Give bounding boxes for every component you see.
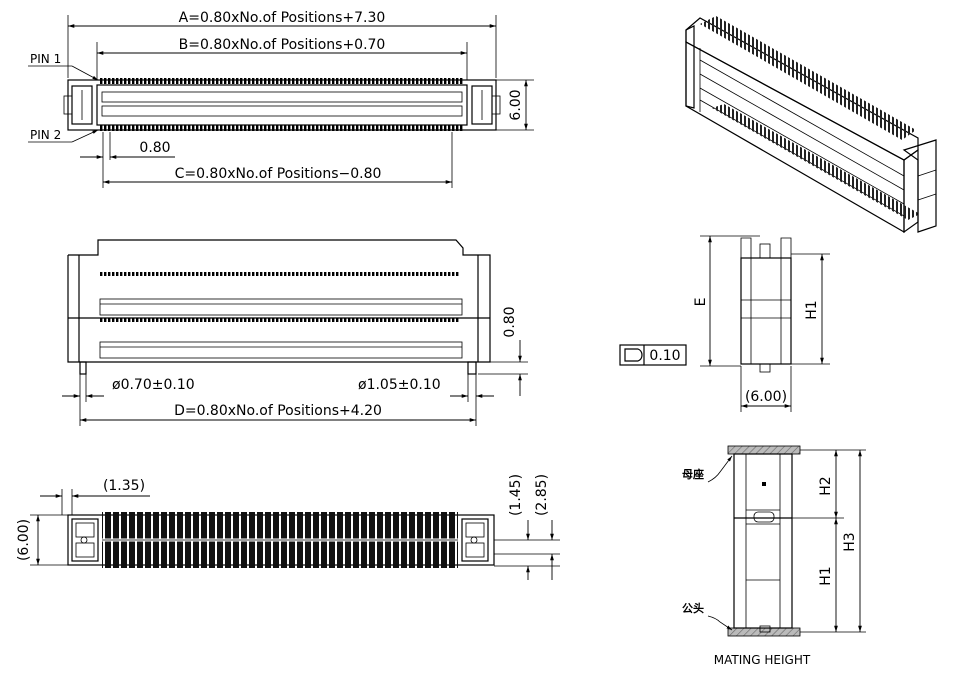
hole-large-label: ø1.05±0.10	[358, 377, 441, 393]
iso-pin-row	[700, 16, 916, 140]
top-view: A=0.80xNo.of Positions+7.30 B=0.80xNo.of…	[28, 10, 534, 188]
side-view: 0.80 ø0.70±0.10 ø1.05±0.10 D=0.80xNo.of …	[62, 239, 528, 426]
end-view: E H1 (6.00) 0.10	[619, 235, 830, 412]
pin2-label: PIN 2	[30, 128, 61, 142]
isometric-view	[685, 16, 937, 234]
hole-small-label: ø0.70±0.10	[112, 377, 195, 393]
mate-h3-label: H3	[842, 532, 858, 551]
mating-height-label: MATING HEIGHT	[714, 653, 811, 667]
dim-b-label: B=0.80xNo.of Positions+0.70	[179, 37, 386, 53]
top-pin-row	[100, 78, 464, 84]
bottom-view: (1.35) (6.00) (1.45) (2.85)	[16, 474, 560, 580]
side-height-label: 0.80	[502, 306, 518, 337]
dim-c-label: C=0.80xNo.of Positions−0.80	[175, 166, 382, 182]
bottom-135-label: (1.35)	[103, 478, 145, 494]
mate-h1-label: H1	[818, 566, 834, 585]
mating-view: H2 H1 H3 母座 公头 MATING HEIGHT	[682, 445, 866, 667]
dim-d-label: D=0.80xNo.of Positions+4.20	[174, 403, 382, 419]
male-label: 公头	[682, 601, 704, 615]
bottom-600-label: (6.00)	[16, 519, 32, 561]
bottom-285-label: (2.85)	[534, 474, 550, 516]
bottom-145-label: (1.45)	[508, 474, 524, 516]
pin1-label: PIN 1	[30, 52, 61, 66]
pitch-label: 0.80	[139, 140, 170, 156]
female-label: 母座	[682, 467, 704, 481]
mate-h2-label: H2	[818, 476, 834, 495]
dim-a-label: A=0.80xNo.of Positions+7.30	[179, 10, 386, 26]
flatness-label: 0.10	[649, 348, 680, 364]
bottom-pin-row	[100, 125, 464, 131]
end-h1-label: H1	[804, 300, 820, 319]
end-width-label: (6.00)	[745, 389, 787, 405]
end-e-label: E	[693, 298, 709, 307]
height-top-label: 6.00	[508, 89, 524, 120]
